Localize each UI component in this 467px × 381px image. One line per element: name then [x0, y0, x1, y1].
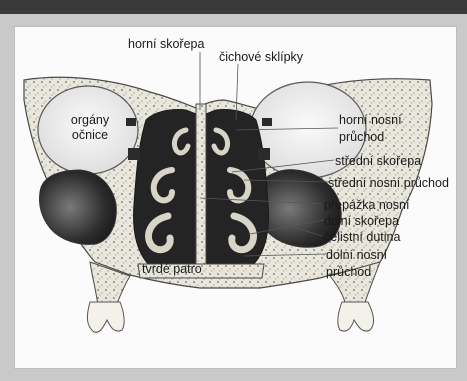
label-stredni-nosni-pruchod: střední nosní průchod [328, 176, 449, 190]
label-cichove-sklipky: čichové sklípky [219, 50, 303, 64]
label-prepazka-nosni: přepážka nosní [324, 198, 409, 212]
label-organy: orgány [58, 113, 122, 127]
label-dolni-skorepa: dolní skořepa [324, 214, 399, 228]
label-dolni-nosni: dolní nosní [326, 248, 387, 262]
label-ocnice: očnice [58, 128, 122, 142]
left-nasal-cavity [134, 109, 196, 266]
left-tooth [87, 302, 124, 332]
label-dolni-pruchod: průchod [326, 265, 371, 279]
label-horni-nosni: horní nosní [339, 113, 402, 127]
right-tooth [338, 302, 374, 331]
label-horni-pruchod: průchod [339, 130, 384, 144]
label-tvrde-patro: tvrdé patro [142, 262, 202, 276]
label-stredni-skorepa: střední skořepa [335, 154, 421, 168]
label-horni-skorepa: horní skořepa [128, 37, 204, 51]
right-nasal-cavity [206, 109, 268, 266]
left-maxillary-sinus [39, 170, 116, 244]
nasal-septum [196, 104, 206, 268]
label-celistni-dutina: čelistní dutina [324, 230, 400, 244]
